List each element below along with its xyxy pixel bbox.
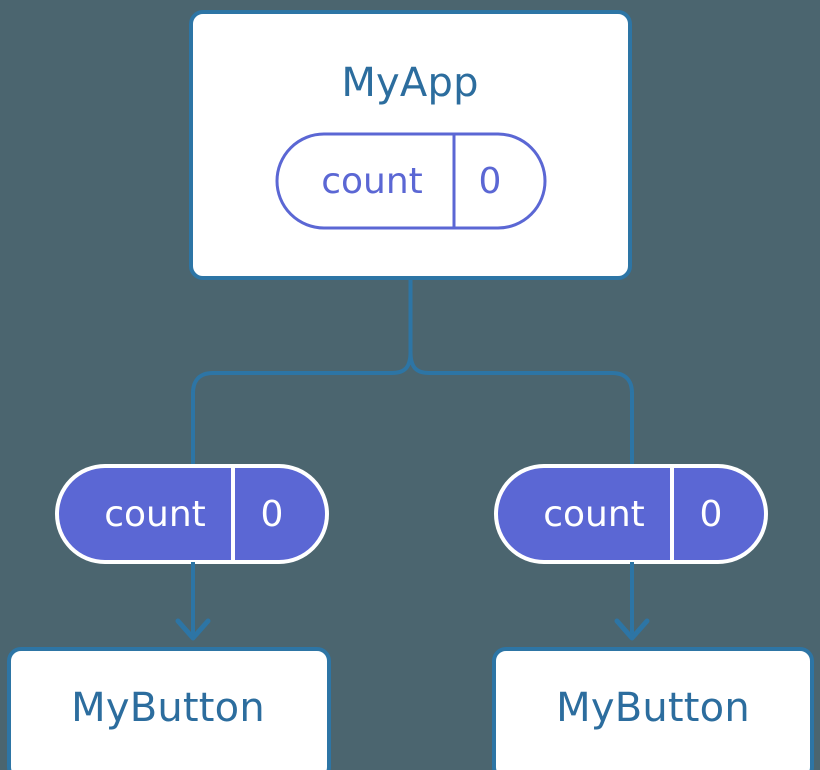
root-component-box[interactable]: MyApp count 0 — [189, 10, 632, 280]
right-state-pill-shape — [498, 468, 764, 560]
left-child-box-fill — [9, 649, 329, 770]
left-arrow-head — [175, 618, 211, 641]
root-state-key: count — [321, 161, 423, 202]
right-state-value: 0 — [700, 494, 723, 535]
connector-split-right — [408, 350, 634, 395]
right-child-box-border — [492, 647, 814, 770]
root-component-label: MyApp — [341, 60, 478, 106]
right-child-component-label: MyButton — [556, 685, 750, 731]
left-state-value: 0 — [261, 494, 284, 535]
left-child-component-box[interactable]: MyButton — [7, 647, 331, 770]
left-child-component-label: MyButton — [71, 685, 265, 731]
left-child-box-border — [7, 647, 331, 770]
connector-group — [191, 276, 634, 472]
left-state-key: count — [104, 494, 206, 535]
right-child-box-fill — [494, 649, 812, 770]
left-state-pill[interactable]: count 0 — [55, 464, 329, 564]
right-state-pill[interactable]: count 0 — [494, 464, 768, 564]
right-state-key: count — [543, 494, 645, 535]
right-arrow — [614, 562, 650, 641]
connector-split-left — [191, 350, 413, 395]
root-state-value: 0 — [479, 161, 502, 202]
root-state-pill[interactable]: count 0 — [275, 132, 547, 230]
root-box-border — [189, 10, 632, 280]
left-arrow — [175, 562, 211, 641]
left-state-pill-shape — [59, 468, 325, 560]
right-child-component-box[interactable]: MyButton — [492, 647, 814, 770]
right-arrow-head — [614, 618, 650, 641]
root-state-pill-shape — [275, 132, 547, 230]
